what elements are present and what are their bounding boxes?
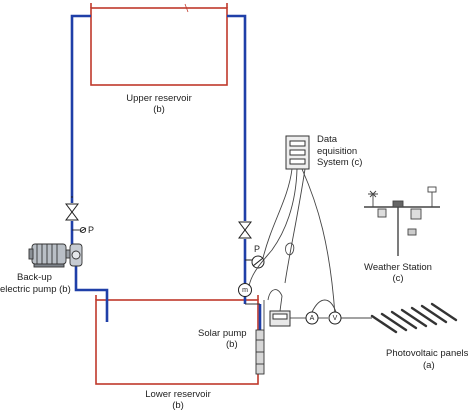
backup-pump-label-line2: electric pump (b) — [0, 284, 71, 295]
upper-reservoir-tag: (b) — [153, 104, 165, 115]
voltmeter — [328, 311, 342, 325]
ammeter — [305, 311, 319, 325]
data-acquisition-label-line1: Data — [317, 134, 338, 145]
flow-meter-label: m — [242, 287, 248, 294]
solar-pump-tag: (b) — [226, 339, 238, 350]
photovoltaic-panels-label: Photovoltaic panels — [386, 348, 469, 359]
right-pressure-label: P — [254, 244, 261, 254]
data-acquisition-box — [285, 135, 310, 170]
right-pressure-gauge — [245, 255, 265, 269]
left-pipe — [70, 14, 109, 322]
left-pressure-gauge — [72, 226, 87, 234]
pump-controller — [269, 310, 291, 327]
weather-station-label: Weather Station — [364, 262, 432, 273]
left-pressure-label: P — [88, 225, 95, 235]
data-acquisition-label-line3: System (c) — [317, 157, 363, 168]
photovoltaic-panels — [370, 302, 458, 334]
solar-pump — [255, 329, 265, 375]
left-valve — [65, 196, 79, 221]
data-acquisition-label-line2: equisition — [317, 146, 358, 157]
ammeter-label: A — [309, 315, 315, 322]
right-valve — [238, 221, 252, 239]
flow-meter — [238, 283, 252, 297]
photovoltaic-panels-tag: (a) — [423, 360, 435, 371]
cables — [248, 168, 372, 330]
weather-station — [364, 186, 440, 256]
voltmeter-label: V — [332, 315, 338, 322]
solar-pump-label: Solar pump — [198, 328, 247, 339]
weather-station-tag: (c) — [392, 273, 404, 284]
upper-reservoir — [90, 3, 228, 86]
lower-reservoir-label: Lower reservoir — [145, 389, 211, 400]
upper-reservoir-label: Upper reservoir — [126, 93, 192, 104]
backup-pump — [28, 243, 83, 268]
backup-pump-label-line1: Back-up — [17, 272, 52, 283]
lower-reservoir-tag: (b) — [172, 400, 184, 411]
right-pipe — [227, 14, 262, 330]
